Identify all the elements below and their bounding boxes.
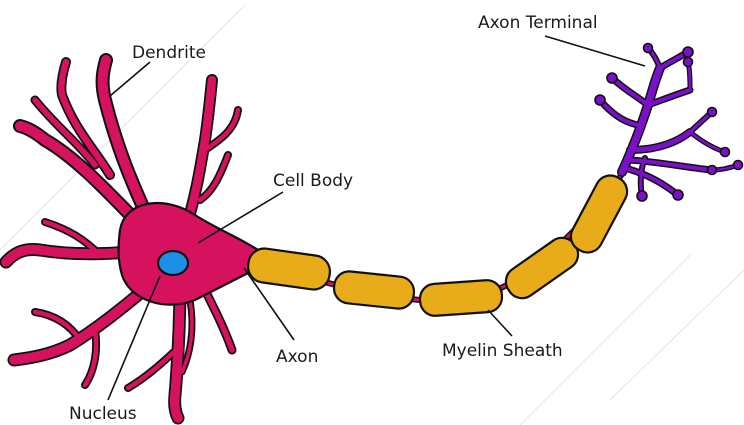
- myelin-segment: [333, 270, 416, 310]
- myelin-sheath-leader: [488, 310, 512, 336]
- cell-body-leader: [198, 192, 283, 243]
- neuron-soma-group: [6, 60, 261, 418]
- label-dendrite: Dendrite: [132, 43, 206, 63]
- label-axon-terminal: Axon Terminal: [478, 13, 598, 33]
- watermark-lines: [0, 5, 744, 425]
- dendrite-leader: [110, 62, 150, 96]
- label-axon: Axon: [276, 347, 318, 367]
- nucleus: [158, 251, 188, 275]
- myelin-segment: [566, 170, 633, 257]
- myelin-sheath: [246, 170, 632, 317]
- myelin-segment: [419, 279, 503, 317]
- label-cell-body: Cell Body: [273, 171, 353, 191]
- label-nucleus: Nucleus: [69, 404, 137, 424]
- axon-terminal-leader: [545, 36, 645, 66]
- myelin-segment: [246, 246, 332, 291]
- label-myelin-sheath: Myelin Sheath: [442, 341, 563, 361]
